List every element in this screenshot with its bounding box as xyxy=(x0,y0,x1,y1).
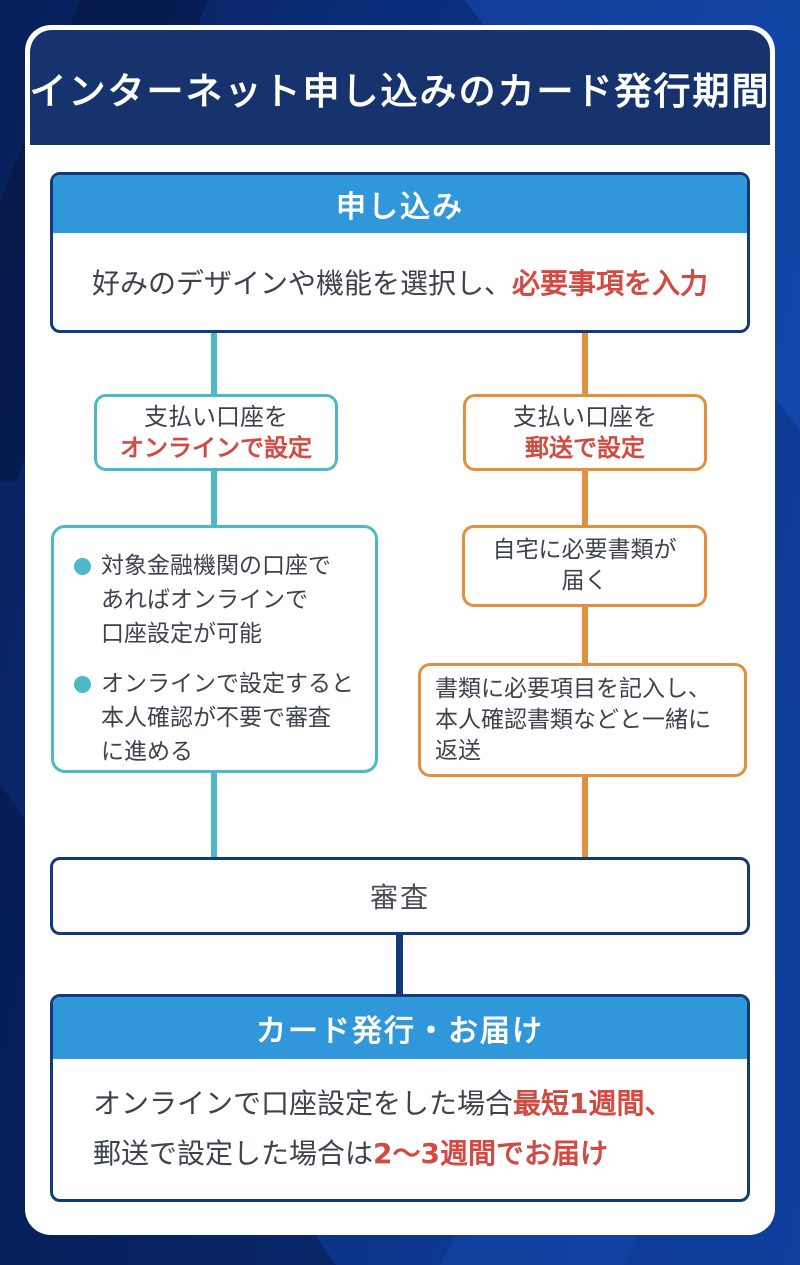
delivery-line-2-text: 郵送で設定した場合は xyxy=(93,1137,374,1170)
online-notes-box: 対象金融機関の口座で あればオンラインで 口座設定が可能 オンラインで設定すると… xyxy=(51,525,378,773)
mail-step-return-text: 書類に必要項目を記入し、 本人確認書類などと一緒に 返送 xyxy=(435,675,711,764)
page-title: インターネット申し込みのカード発行期間 xyxy=(29,69,771,113)
online-label-emphasis: オンラインで設定 xyxy=(120,433,312,462)
review-step-label: 審査 xyxy=(369,881,430,914)
delivery-line-1: オンラインで口座設定をした場合最短1週間、 xyxy=(93,1079,747,1129)
bullet-icon xyxy=(74,676,91,693)
list-item: オンラインで設定すると 本人確認が不要で審査 に進める xyxy=(74,667,365,769)
apply-body-text: 好みのデザインや機能を選択し、 xyxy=(91,266,512,300)
apply-body-emphasis: 必要事項を入力 xyxy=(512,266,709,300)
delivery-line-1-emphasis: 最短1週間、 xyxy=(513,1087,673,1120)
mail-step-return-box: 書類に必要項目を記入し、 本人確認書類などと一緒に 返送 xyxy=(418,663,747,777)
online-label-text: 支払い口座を xyxy=(144,402,288,431)
apply-step-body: 好みのデザインや機能を選択し、必要事項を入力 xyxy=(53,233,747,330)
mail-label-emphasis: 郵送で設定 xyxy=(525,433,645,462)
list-item: 対象金融機関の口座で あればオンラインで 口座設定が可能 xyxy=(74,549,365,651)
mail-label-text: 支払い口座を xyxy=(513,402,657,431)
delivery-line-1-text: オンラインで口座設定をした場合 xyxy=(93,1087,514,1120)
online-branch-label-box: 支払い口座を オンラインで設定 xyxy=(94,394,338,471)
delivery-line-2: 郵送で設定した場合は2〜3週間でお届け xyxy=(93,1129,747,1179)
delivery-line-2-emphasis: 2〜3週間でお届け xyxy=(373,1137,608,1170)
online-note-text: オンラインで設定すると 本人確認が不要で審査 に進める xyxy=(101,671,354,765)
delivery-step-body: オンラインで口座設定をした場合最短1週間、 郵送で設定した場合は2〜3週間でお届… xyxy=(53,1059,747,1179)
mail-step-documents-box: 自宅に必要書類が 届く xyxy=(462,525,707,607)
title-banner: インターネット申し込みのカード発行期間 xyxy=(30,30,770,145)
delivery-step-box: カード発行・お届け オンラインで口座設定をした場合最短1週間、 郵送で設定した場… xyxy=(50,994,750,1202)
apply-step-header: 申し込み xyxy=(53,175,747,233)
bullet-icon xyxy=(74,558,91,575)
delivery-step-header: カード発行・お届け xyxy=(53,997,747,1059)
mail-step-documents-text: 自宅に必要書類が 届く xyxy=(492,537,677,594)
connector-review-to-delivery-line xyxy=(396,930,403,998)
online-note-text: 対象金融機関の口座で あればオンラインで 口座設定が可能 xyxy=(101,553,331,647)
mail-branch-label-box: 支払い口座を 郵送で設定 xyxy=(463,394,707,471)
review-step-box: 審査 xyxy=(50,857,750,935)
apply-step-box: 申し込み 好みのデザインや機能を選択し、必要事項を入力 xyxy=(50,172,750,333)
